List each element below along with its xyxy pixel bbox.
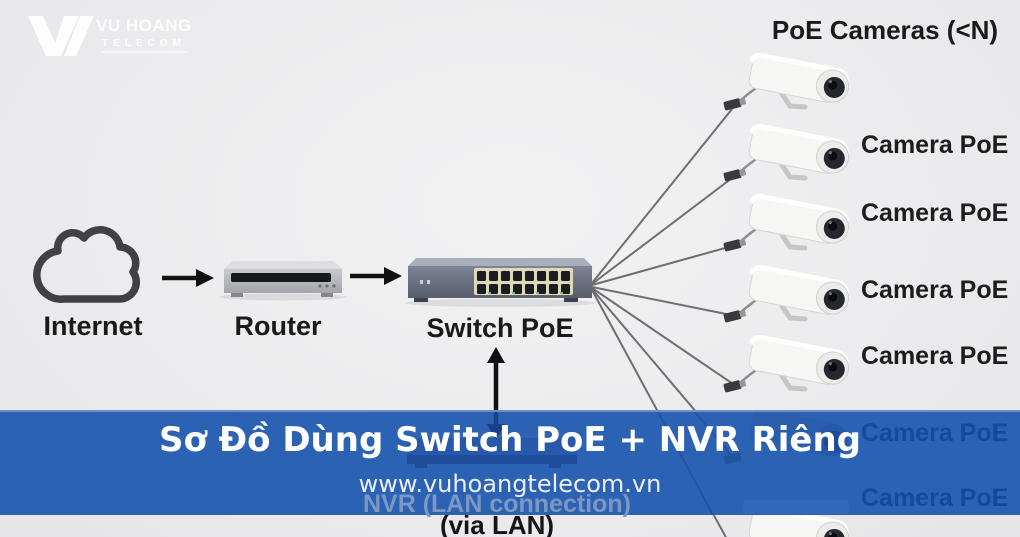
router-device xyxy=(219,261,347,301)
poe-port-grid xyxy=(474,268,573,295)
camera-poe-label: Camera PoE xyxy=(861,199,1009,227)
camera-icon xyxy=(723,263,852,323)
poe-cameras-title: PoE Cameras (<N) xyxy=(771,15,999,45)
cable-line xyxy=(591,286,737,317)
arrow-router-to-switch-icon xyxy=(350,267,402,285)
logo-subtitle: TELECOM xyxy=(102,38,186,49)
double-arrow-lower-part xyxy=(487,412,505,440)
arrow-internet-to-router-icon xyxy=(162,269,214,287)
camera-icon xyxy=(723,122,852,182)
via-lan-label: (via LAN) xyxy=(439,510,555,537)
vuhoang-telecom-logo: VU HOANG TELECOM xyxy=(24,8,214,64)
vuhoang-logo-mark-icon xyxy=(28,16,94,56)
banner-title: Sơ Đồ Dùng Switch PoE + NVR Riêng xyxy=(158,420,862,460)
logo-brand: VU HOANG xyxy=(96,16,192,35)
camera-poe-label: Camera PoE xyxy=(861,419,1009,447)
cable-line xyxy=(591,174,737,285)
camera-silhouette xyxy=(723,412,849,465)
logo-divider xyxy=(102,51,188,53)
camera-silhouette xyxy=(742,500,850,514)
camera-icon xyxy=(723,333,852,393)
banner-url: www.vuhoangtelecom.vn xyxy=(358,470,662,498)
poe-switch-device xyxy=(405,258,595,307)
nvr-lan-label: NVR (LAN connection) xyxy=(362,490,632,518)
camera-poe-label: Camera PoE xyxy=(861,276,1009,304)
camera-icon xyxy=(723,192,852,252)
cable-line xyxy=(591,244,737,286)
camera-poe-label: Camera PoE xyxy=(861,484,1009,512)
camera-poe-label: Camera PoE xyxy=(861,131,1009,159)
camera-poe-label: Camera PoE xyxy=(861,342,1009,370)
camera-icon xyxy=(723,51,852,111)
internet-label: Internet xyxy=(43,311,143,341)
nvr-silhouette xyxy=(407,430,577,468)
banner-showthrough-graphics xyxy=(407,412,850,515)
router-label: Router xyxy=(234,311,322,341)
cable-line xyxy=(591,103,737,284)
logo-text: VU HOANG TELECOM xyxy=(96,16,192,53)
switch-poe-label: Switch PoE xyxy=(426,313,574,343)
switch-nvr-double-arrow-icon xyxy=(487,347,505,412)
cable-line xyxy=(591,287,737,387)
cable-segments-behind-banner xyxy=(657,412,737,515)
internet-cloud-icon xyxy=(33,226,141,303)
title-banner: Camera PoE Camera PoE NVR (LAN connectio… xyxy=(0,410,1020,518)
